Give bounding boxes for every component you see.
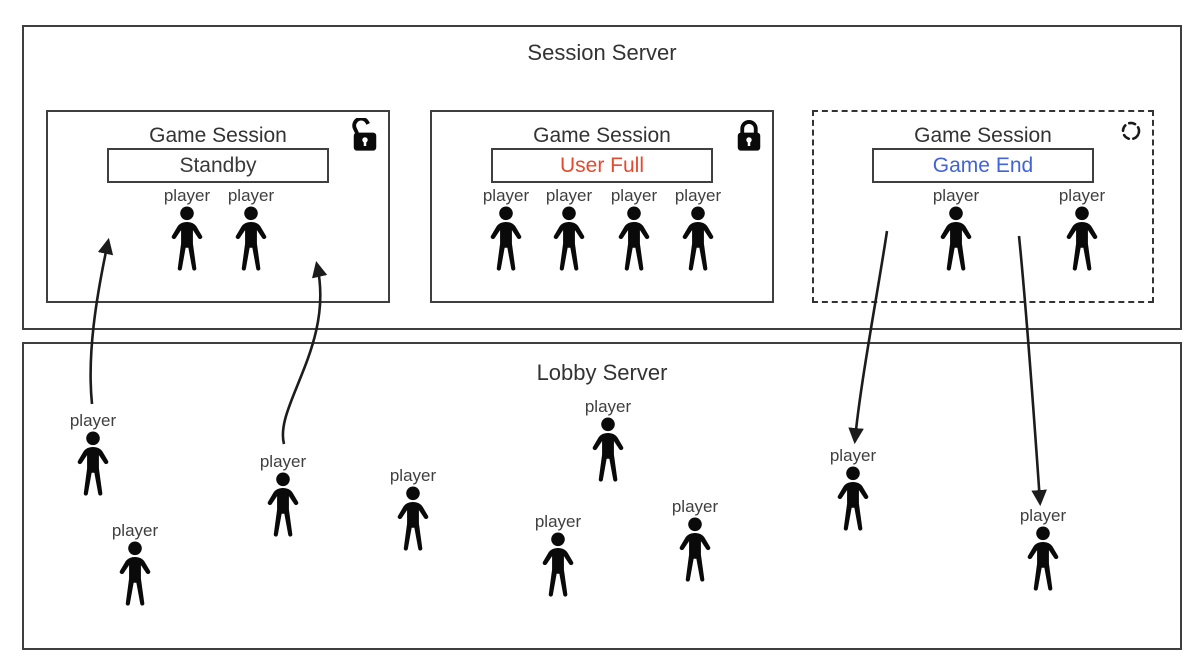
session-player: player <box>155 186 219 272</box>
person-icon <box>618 206 650 271</box>
lobby-player: player <box>381 466 445 552</box>
session-player: player <box>666 186 730 272</box>
lobby-player: player <box>821 446 885 532</box>
person-icon <box>940 206 972 271</box>
session-player: player <box>1050 186 1114 272</box>
lobby-player: player <box>251 452 315 538</box>
session-player: player <box>602 186 666 272</box>
player-label: player <box>163 186 211 205</box>
lobby-player: player <box>526 512 590 598</box>
player-label: player <box>584 397 632 416</box>
player-label: player <box>932 186 980 205</box>
session-server-box: Session Server Game Session Standby play… <box>22 25 1182 330</box>
person-icon <box>592 417 624 482</box>
lobby-player: player <box>61 411 125 497</box>
unlock-icon <box>350 116 380 159</box>
person-icon <box>397 486 429 551</box>
person-icon <box>553 206 585 271</box>
person-icon <box>267 472 299 537</box>
player-label: player <box>111 521 159 540</box>
person-icon <box>837 466 869 531</box>
lobby-player: player <box>103 521 167 607</box>
game-session-title: Game Session <box>914 124 1052 147</box>
player-label: player <box>259 452 307 471</box>
lock-icon <box>734 118 764 159</box>
player-label: player <box>610 186 658 205</box>
lobby-player: player <box>576 397 640 483</box>
player-label: player <box>545 186 593 205</box>
session-player: player <box>537 186 601 272</box>
session-player: player <box>924 186 988 272</box>
person-icon <box>119 541 151 606</box>
session-player: player <box>219 186 283 272</box>
game-session-standby: Game Session Standby player player <box>46 110 390 303</box>
player-label: player <box>829 446 877 465</box>
player-label: player <box>482 186 530 205</box>
session-player: player <box>474 186 538 272</box>
game-session-title: Game Session <box>149 124 287 147</box>
refresh-icon <box>1118 118 1144 149</box>
session-server-title: Session Server <box>527 40 677 65</box>
player-label: player <box>1058 186 1106 205</box>
person-icon <box>171 206 203 271</box>
session-status-badge: User Full <box>491 148 713 183</box>
person-icon <box>679 517 711 582</box>
player-label: player <box>674 186 722 205</box>
game-session-user-full: Game Session User Full player player pla… <box>430 110 774 303</box>
lobby-player: player <box>1011 506 1075 592</box>
game-session-title: Game Session <box>533 124 671 147</box>
person-icon <box>77 431 109 496</box>
lobby-server-title: Lobby Server <box>536 360 668 385</box>
person-icon <box>1066 206 1098 271</box>
person-icon <box>542 532 574 597</box>
player-label: player <box>69 411 117 430</box>
lobby-player: player <box>663 497 727 583</box>
person-icon <box>490 206 522 271</box>
person-icon <box>235 206 267 271</box>
player-label: player <box>671 497 719 516</box>
session-status-badge: Standby <box>107 148 329 183</box>
player-label: player <box>534 512 582 531</box>
person-icon <box>1027 526 1059 591</box>
game-session-game-end: Game Session Game End player player <box>812 110 1154 303</box>
player-label: player <box>227 186 275 205</box>
player-label: player <box>389 466 437 485</box>
session-status-badge: Game End <box>872 148 1094 183</box>
player-label: player <box>1019 506 1067 525</box>
person-icon <box>682 206 714 271</box>
lobby-server-box: Lobby Server <box>22 342 1182 650</box>
